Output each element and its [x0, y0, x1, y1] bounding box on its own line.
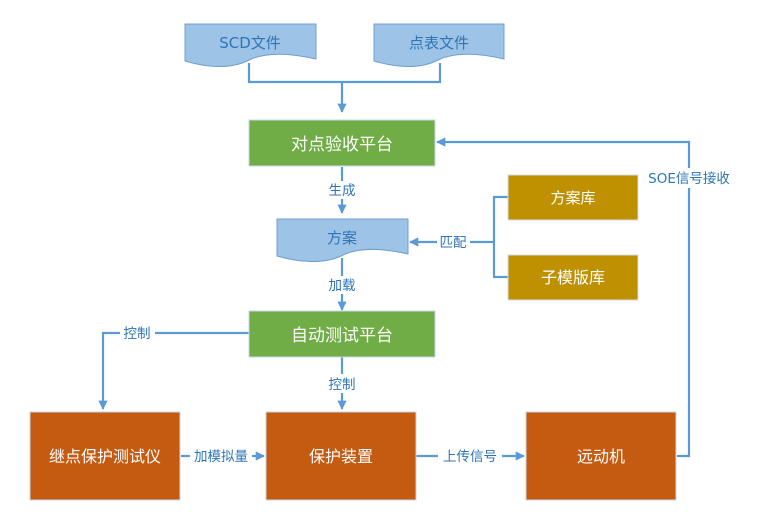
edge-label-upload-signal: 上传信号: [443, 449, 497, 465]
connector-soe-upper: [436, 137, 691, 168]
doc-point-table-file-label: 点表文件: [409, 34, 469, 52]
box-relay-tester[interactable]: 继点保护测试仪: [29, 411, 181, 501]
edge-label-generate: 生成: [329, 183, 356, 199]
box-protection-device[interactable]: 保护装置: [265, 411, 417, 501]
box-telecontrol-unit-label: 远动机: [577, 447, 625, 466]
connector-soe-lower: [677, 188, 691, 458]
box-plan-library[interactable]: 方案库: [507, 174, 639, 221]
connector-library-bracket: [492, 195, 508, 279]
box-acceptance-platform-label: 对点验收平台: [291, 135, 393, 155]
doc-plan-label: 方案: [327, 229, 357, 247]
box-telecontrol-unit[interactable]: 远动机: [525, 411, 677, 501]
doc-scd-file-label: SCD文件: [219, 34, 281, 52]
edge-label-match: 匹配: [440, 235, 467, 251]
connector-control-left-arrow: [98, 331, 120, 410]
box-protection-device-label: 保护装置: [309, 447, 373, 466]
edge-label-load: 加载: [329, 278, 356, 294]
box-template-library-label: 子模版库: [541, 268, 605, 287]
edge-label-add-analog: 加模拟量: [194, 449, 248, 465]
edge-label-control-down: 控制: [329, 377, 356, 393]
doc-point-table-file[interactable]: 点表文件: [373, 23, 505, 68]
box-plan-library-label: 方案库: [550, 189, 595, 207]
box-template-library[interactable]: 子模版库: [507, 254, 639, 301]
box-auto-test-platform-label: 自动测试平台: [291, 326, 393, 346]
connector-scd-to-merge: [247, 63, 442, 84]
box-acceptance-platform[interactable]: 对点验收平台: [248, 119, 436, 167]
doc-plan[interactable]: 方案: [276, 218, 409, 263]
box-auto-test-platform[interactable]: 自动测试平台: [248, 310, 436, 358]
box-relay-tester-label: 继点保护测试仪: [49, 447, 161, 466]
doc-scd-file[interactable]: SCD文件: [184, 23, 317, 68]
edge-label-control-left: 控制: [124, 326, 151, 342]
edge-label-soe-receive: SOE信号接收: [648, 170, 730, 187]
